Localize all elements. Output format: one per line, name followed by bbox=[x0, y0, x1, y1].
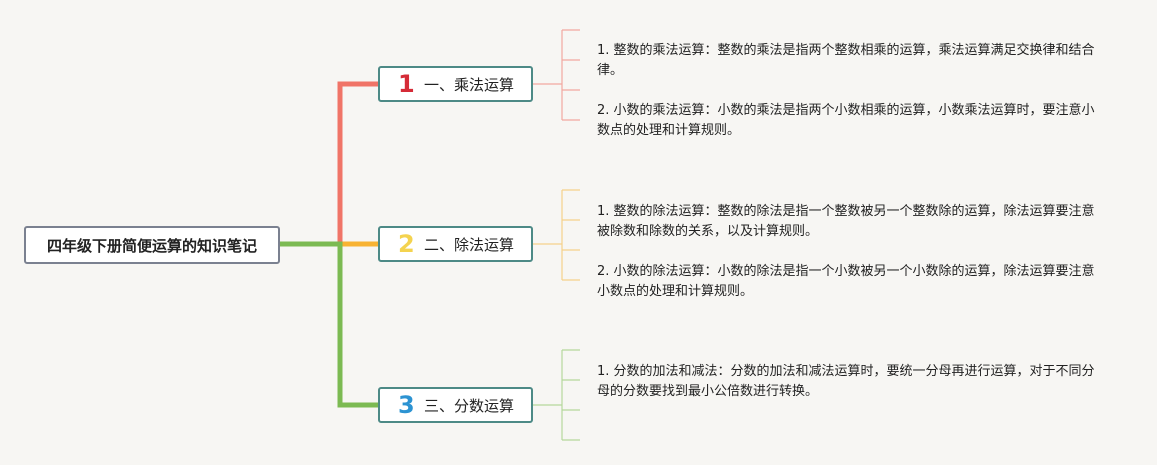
number-one-icon: 1 bbox=[398, 70, 415, 98]
branch-node-fractions[interactable]: 3 三、分数运算 bbox=[378, 387, 533, 423]
leaf-node[interactable]: 1. 分数的加法和减法：分数的加法和减法运算时，要统一分母再进行运算，对于不同分… bbox=[597, 364, 1095, 399]
branch-label: 一、乘法运算 bbox=[424, 75, 515, 94]
number-two-icon: 2 bbox=[398, 230, 415, 258]
leaf-bracket-2 bbox=[533, 189, 580, 281]
branch-node-multiplication[interactable]: 1 一、乘法运算 bbox=[378, 66, 533, 102]
number-three-icon: 3 bbox=[398, 391, 415, 419]
leaf-node[interactable]: 2. 小数的乘法运算：小数的乘法是指两个小数相乘的运算，小数乘法运算时，要注意小… bbox=[597, 103, 1095, 138]
leaf-node[interactable]: 1. 整数的乘法运算：整数的乘法是指两个整数相乘的运算，乘法运算满足交换律和结合… bbox=[597, 43, 1095, 78]
leaf-bracket-1 bbox=[533, 29, 580, 121]
root-node[interactable]: 四年级下册简便运算的知识笔记 bbox=[24, 226, 280, 264]
branch-label: 三、分数运算 bbox=[424, 396, 515, 415]
connector-root-branch-3 bbox=[280, 241, 380, 408]
leaf-node[interactable]: 1. 整数的除法运算：整数的除法是指一个整数被另一个整数除的运算，除法运算要注意… bbox=[597, 204, 1095, 239]
root-title: 四年级下册简便运算的知识笔记 bbox=[46, 236, 257, 255]
connector-root-branch-1 bbox=[280, 81, 380, 247]
leaf-bracket-3 bbox=[533, 349, 580, 441]
leaf-node[interactable]: 2. 小数的除法运算：小数的除法是指一个小数被另一个小数除的运算，除法运算要注意… bbox=[597, 264, 1095, 299]
branch-node-division[interactable]: 2 二、除法运算 bbox=[378, 226, 533, 262]
branch-label: 二、除法运算 bbox=[424, 235, 515, 254]
